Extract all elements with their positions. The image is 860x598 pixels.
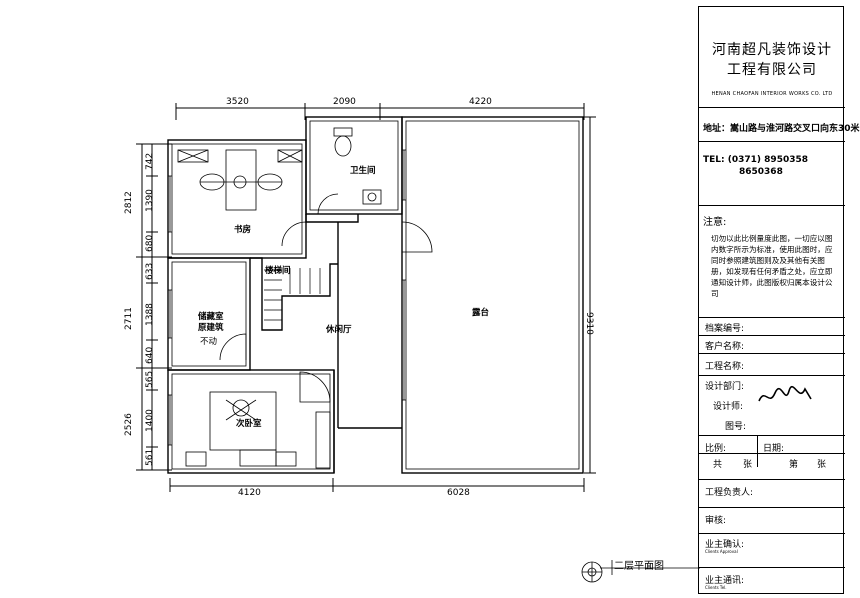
divider-owner-notice [699, 567, 845, 568]
room-storage-2: 原建筑 [198, 323, 224, 333]
field-drawing-no: 图号: [725, 422, 747, 432]
divider-project [699, 353, 845, 354]
dim-left-2812: 2812 [124, 191, 134, 214]
field-design-dept: 设计部门: [705, 382, 745, 392]
field-owner-confirm: 业主确认: [705, 540, 745, 550]
field-total: 共 [713, 460, 723, 470]
divider-lead [699, 479, 845, 480]
room-stair: 楼梯间 [265, 266, 291, 276]
field-date: 日期: [763, 444, 785, 454]
dim-left-1388: 1388 [145, 303, 155, 326]
dim-left-2526: 2526 [124, 413, 134, 436]
notice-heading: 注意: [703, 217, 727, 228]
dim-left-1390: 1390 [145, 189, 155, 212]
field-archive-no: 档案编号: [705, 324, 745, 334]
room-storage-1: 储藏室 [198, 312, 224, 322]
dim-left-1400: 1400 [145, 409, 155, 432]
plan-title: 二层平面图 [614, 561, 664, 572]
company-name-line2: 工程有限公司 [727, 62, 817, 78]
divider-sheets [699, 453, 845, 454]
company-tel-2: 8650368 [739, 167, 783, 177]
title-block: 河南超凡装饰设计 工程有限公司 HENAN CHAOFAN INTERIOR W… [698, 6, 860, 594]
divider-review [699, 507, 845, 508]
dim-left-742: 742 [145, 152, 155, 170]
company-address: 地址：嵩山路与淮河路交叉口向东30米 [703, 124, 860, 134]
room-second-bedroom: 次卧室 [236, 419, 262, 429]
divider-scale-date [757, 435, 758, 467]
designer-signature [758, 385, 812, 402]
field-project-lead: 工程负责人: [705, 488, 754, 498]
room-lounge: 休闲厅 [326, 325, 352, 335]
divider-archive [699, 317, 845, 318]
divider-client [699, 335, 845, 336]
room-study: 书房 [234, 225, 252, 235]
field-client-name: 客户名称: [705, 342, 745, 352]
room-terrace: 露台 [472, 308, 490, 318]
dim-left-561: 561 [145, 448, 155, 466]
dim-bottom-1: 4120 [238, 488, 261, 498]
field-owner-confirm-en: Clients Approval [705, 549, 738, 554]
field-sheets-2: 张 [817, 460, 827, 470]
field-designer: 设计师: [713, 402, 744, 412]
dim-top-3: 4220 [469, 97, 492, 107]
room-bathroom: 卫生间 [350, 166, 376, 176]
dim-right-9310: 9310 [584, 312, 594, 335]
divider-owner-confirm [699, 533, 845, 534]
field-project-name: 工程名称: [705, 362, 745, 372]
company-english-name: HENAN CHAOFAN INTERIOR WORKS CO. LTD [711, 91, 833, 97]
dim-top-2: 2090 [333, 97, 356, 107]
divider-dept [699, 375, 845, 376]
company-tel-1: TEL: (0371) 8950358 [703, 155, 808, 165]
dim-left-565: 565 [145, 370, 155, 388]
dim-bottom-2: 6028 [447, 488, 470, 498]
field-review: 审核: [705, 516, 727, 526]
divider-notice [699, 205, 845, 206]
field-scale: 比例: [705, 444, 727, 454]
field-owner-notice: 业主通讯: [705, 576, 745, 586]
dim-left-2711: 2711 [124, 307, 134, 330]
dim-left-633: 633 [145, 262, 155, 280]
dim-left-680: 680 [145, 234, 155, 252]
notice-text: 切勿以此比例量度此图，一切应以图内数字所示为标准，使用此图时，应同时参照建筑图则… [711, 234, 833, 298]
room-storage-3: 不动 [200, 337, 218, 347]
company-name-line1: 河南超凡装饰设计 [712, 42, 832, 58]
dim-left-640: 640 [145, 346, 155, 364]
field-page: 第 [789, 460, 799, 470]
dim-top-1: 3520 [226, 97, 249, 107]
divider-scale [699, 435, 845, 436]
field-sheets-1: 张 [743, 460, 753, 470]
divider-tel [699, 141, 845, 142]
field-owner-notice-en: Clients Tel. [705, 585, 727, 590]
divider-address [699, 107, 845, 108]
